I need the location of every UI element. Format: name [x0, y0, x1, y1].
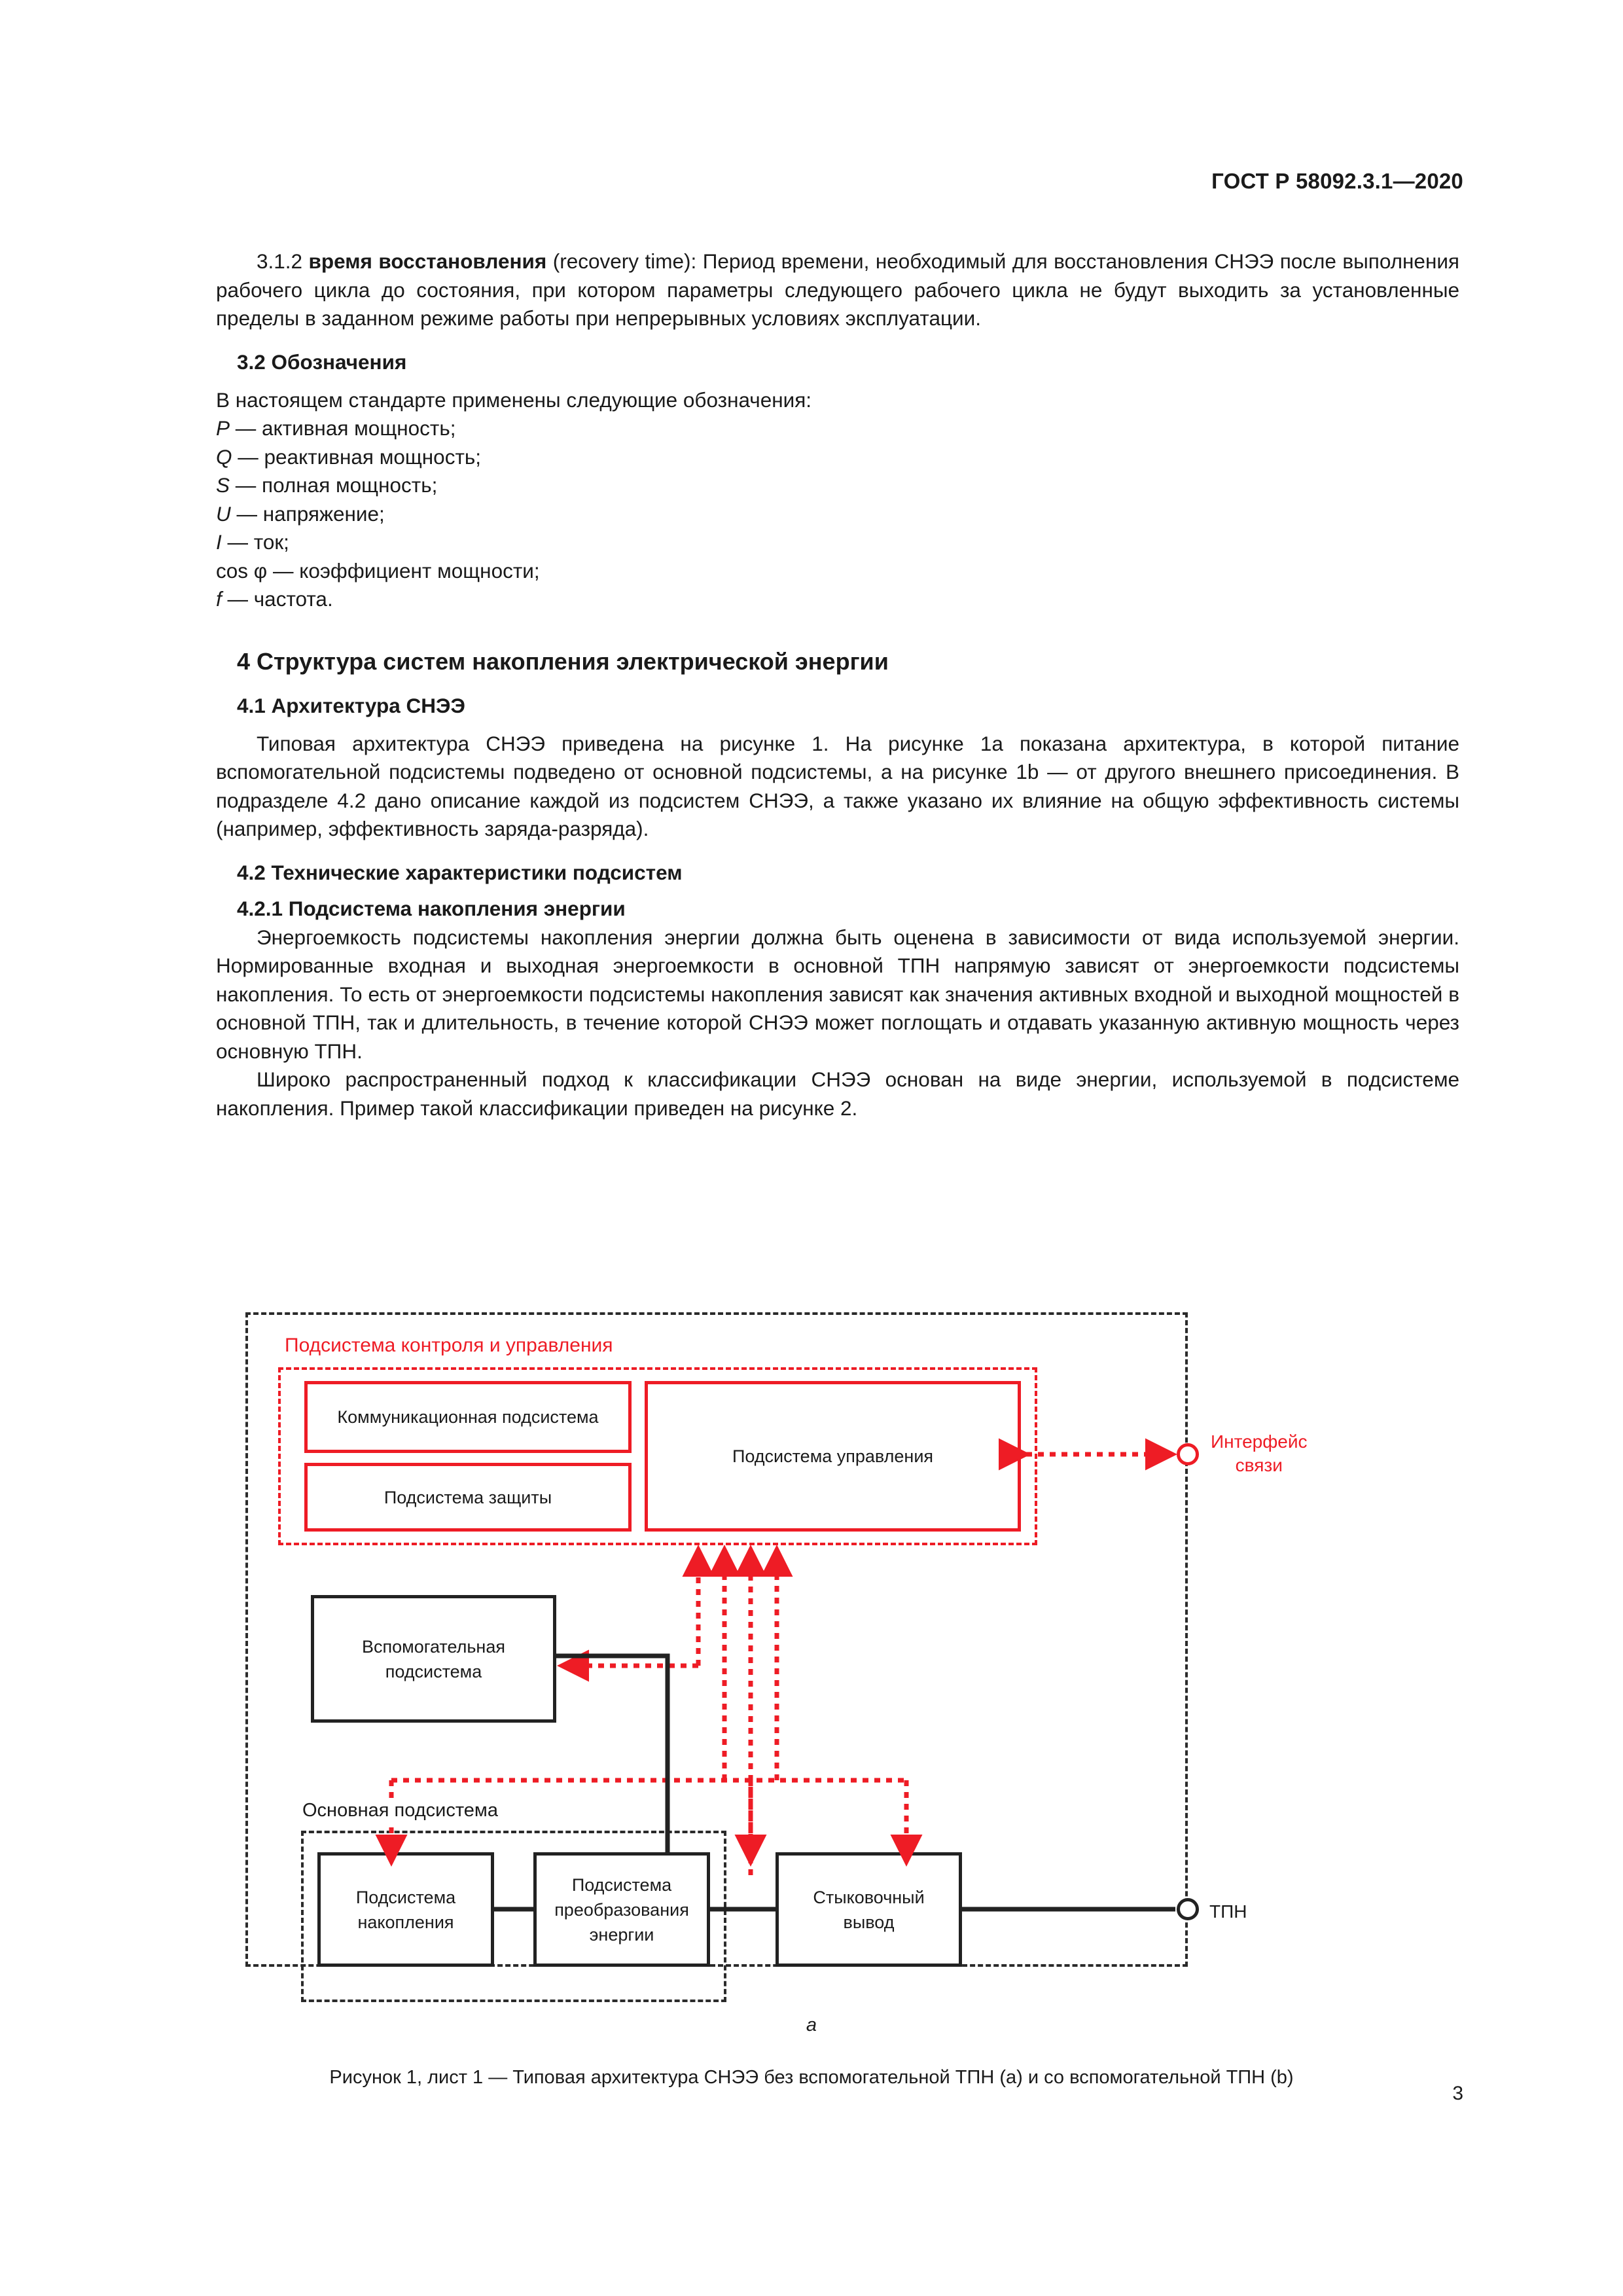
main-subsystem-boundary: [301, 1831, 726, 2002]
term-name: время восстановления: [308, 249, 547, 273]
box-communication-subsystem: Коммуникационная подсистема: [304, 1381, 632, 1453]
control-subsystem-title: Подсистема контроля и управления: [285, 1335, 613, 1356]
box-control-subsystem: Подсистема управления: [645, 1381, 1021, 1532]
symbol-row: P — активная мощность;: [216, 414, 1459, 443]
symbol-letter: U: [216, 501, 231, 526]
symbol-desc: — коэффициент мощности;: [267, 558, 540, 583]
symbols-list: P — активная мощность; Q — реактивная мо…: [216, 414, 1459, 614]
paragraph-4-2-1-second: Широко распространенный подход к классиф…: [216, 1067, 1459, 1120]
figure-1-architecture-diagram: Подсистема контроля и управления Коммуни…: [216, 1299, 1466, 2002]
wire-aux-to-conversion: [556, 1653, 670, 1852]
term-3-1-2-paragraph: 3.1.2 время восстановления (recovery tim…: [216, 247, 1459, 333]
symbol-letter: I: [216, 530, 222, 554]
symbol-desc: — частота.: [221, 587, 333, 611]
symbol-letter: f: [216, 587, 222, 611]
symbol-row: S — полная мощность;: [216, 471, 1459, 500]
paragraph-4-1: Типовая архитектура СНЭЭ приведена на ри…: [216, 731, 1459, 841]
heading-3-2: 3.2 Обозначения: [237, 350, 407, 374]
interface-terminal-circle-icon: [1177, 1443, 1199, 1465]
paragraph-4-2-1-first: Энергоемкость подсистемы накопления энер…: [216, 925, 1459, 1063]
figure-sheet-letter: a: [806, 2015, 817, 2036]
box-protection-subsystem: Подсистема защиты: [304, 1463, 632, 1532]
heading-4-2: 4.2 Технические характеристики подсистем: [237, 860, 683, 884]
text-column: 3.1.2 время восстановления (recovery tim…: [216, 247, 1459, 1122]
heading-4-2-1: 4.2.1 Подсистема накопления энергии: [237, 896, 626, 920]
box-label: Подсистема защиты: [383, 1487, 552, 1507]
label-main-subsystem: Основная подсистема: [300, 1800, 501, 1821]
figure-caption: Рисунок 1, лист 1 — Типовая архитектура …: [329, 2067, 1294, 2088]
notation-intro: В настоящем стандарте применены следующи…: [216, 387, 812, 412]
symbol-row: Q — реактивная мощность;: [216, 443, 1459, 472]
label-tpn: ТПН: [1209, 1901, 1247, 1922]
symbol-desc: — ток;: [221, 530, 289, 554]
snee-outer-boundary: [245, 1312, 1188, 1967]
box-label: Подсистема управления: [732, 1446, 934, 1466]
symbol-row: f — частота.: [216, 585, 1459, 614]
term-number: 3.1.2: [257, 249, 303, 273]
symbol-row: U — напряжение;: [216, 500, 1459, 529]
symbol-letter: S: [216, 473, 230, 497]
symbol-letter: Q: [216, 444, 232, 469]
symbol-desc: — активная мощность;: [230, 416, 456, 440]
tpn-terminal-circle-icon: [1177, 1898, 1199, 1920]
heading-section-4: 4 Структура систем накопления электричес…: [237, 647, 889, 675]
heading-4-1: 4.1 Архитектура СНЭЭ: [237, 693, 465, 717]
symbol-letter: cos φ: [216, 558, 268, 583]
term-definition: (recovery time): Период времени, необход…: [216, 249, 1459, 330]
symbol-row: I — ток;: [216, 528, 1459, 557]
symbol-row: cos φ — коэффициент мощности;: [216, 557, 1459, 586]
symbol-letter: P: [216, 416, 230, 440]
symbol-desc: — напряжение;: [230, 501, 385, 526]
page-number: 3: [1452, 2083, 1463, 2104]
box-label: Коммуникационная подсистема: [337, 1407, 599, 1427]
diagram-wires: [375, 1438, 1177, 1912]
symbol-desc: — реактивная мощность;: [232, 444, 482, 469]
symbol-desc: — полная мощность;: [230, 473, 438, 497]
page-header-standard-number: ГОСТ Р 58092.3.1—2020: [1211, 169, 1463, 193]
